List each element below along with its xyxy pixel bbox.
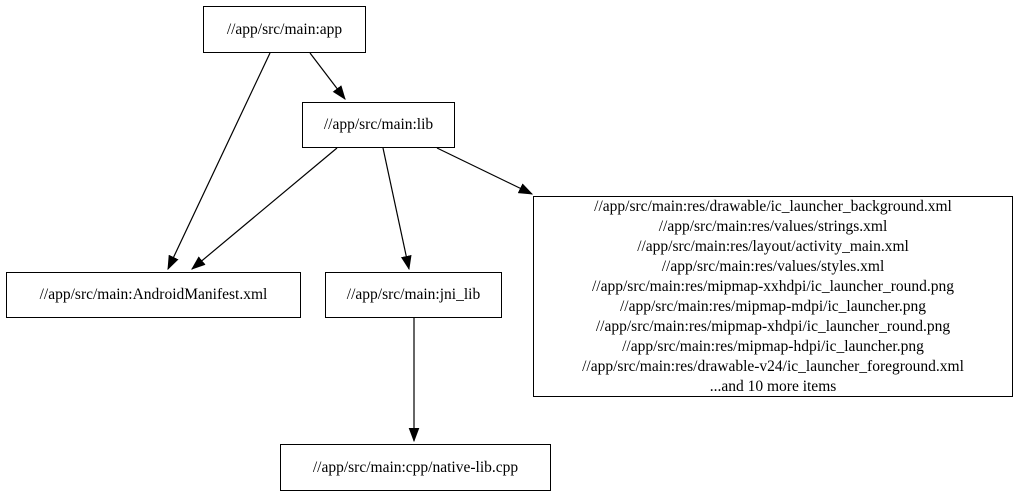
res-group-ellipsis-line: ...and 10 more items <box>709 377 837 395</box>
res-group-line: //app/src/main:res/mipmap-xxhdpi/ic_laun… <box>591 277 954 295</box>
res-group-line: //app/src/main:res/drawable-v24/ic_launc… <box>582 357 964 375</box>
edge-lib-to-res-group <box>436 147 534 195</box>
res-group-line: //app/src/main:res/drawable/ic_launcher_… <box>594 197 952 215</box>
res-group-line: //app/src/main:res/layout/activity_main.… <box>637 237 909 255</box>
edge-lib-to-android-manifest <box>191 147 338 270</box>
node-android-manifest-label: //app/src/main:AndroidManifest.xml <box>39 286 268 303</box>
node-lib-label: //app/src/main:lib <box>323 116 434 133</box>
res-group-line: //app/src/main:res/mipmap-mdpi/ic_launch… <box>619 297 927 315</box>
node-lib: //app/src/main:lib <box>302 102 455 148</box>
node-native-lib-cpp-label: //app/src/main:cpp/native-lib.cpp <box>312 458 519 476</box>
res-group-line: //app/src/main:res/mipmap-hdpi/ic_launch… <box>622 337 924 355</box>
node-app: //app/src/main:app <box>203 6 366 53</box>
node-res-group: //app/src/main:res/drawable/ic_launcher_… <box>533 196 1013 397</box>
res-group-line: //app/src/main:res/mipmap-xhdpi/ic_launc… <box>595 317 951 335</box>
node-jni-lib-label: //app/src/main:jni_lib <box>346 286 481 303</box>
edge-lib-to-jni-lib <box>382 147 412 271</box>
res-group-line: //app/src/main:res/values/strings.xml <box>658 217 888 235</box>
node-jni-lib: //app/src/main:jni_lib <box>325 272 502 318</box>
res-group-line: //app/src/main:res/values/styles.xml <box>661 257 885 275</box>
node-android-manifest: //app/src/main:AndroidManifest.xml <box>6 272 301 318</box>
edge-app-to-lib <box>309 52 346 100</box>
edge-app-to-android-manifest <box>167 52 271 271</box>
node-native-lib-cpp: //app/src/main:cpp/native-lib.cpp <box>280 444 551 491</box>
node-app-label: //app/src/main:app <box>226 20 343 38</box>
